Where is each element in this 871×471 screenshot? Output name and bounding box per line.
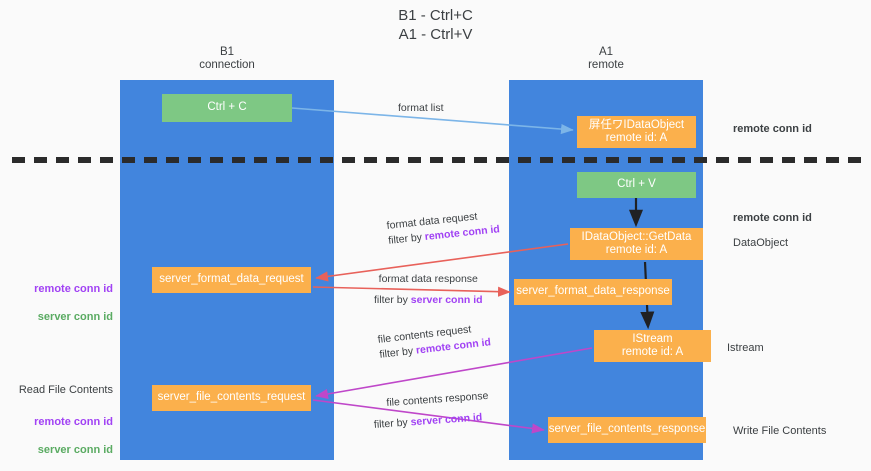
filter-by-prefix: filter by (378, 344, 417, 361)
dashed-divider (12, 157, 861, 163)
node-ctrl-c[interactable]: Ctrl + C (162, 94, 292, 122)
filter-by-prefix: filter by (374, 294, 411, 306)
annotation-right-write-file-contents: Write File Contents (733, 425, 827, 437)
node-istream[interactable]: IStream remote id: A (594, 330, 711, 362)
annotation-right-remote-conn-id-mid: remote conn id (733, 212, 812, 224)
edge-label-format-list-text: format list (398, 102, 444, 114)
lane-header-a1: A1 remote (588, 46, 624, 71)
node-server-format-data-request[interactable]: server_format_data_request (152, 267, 311, 293)
annotation-left-conn-ids: remote conn id server conn id (0, 268, 113, 338)
annotation-right-istream: Istream (727, 342, 764, 354)
edge-label-format-data-response-line2: filter by server conn id (374, 293, 483, 308)
annotation-left-server-conn-id-2: server conn id (37, 444, 113, 456)
filter-by-prefix: filter by (387, 231, 426, 247)
lane-header-b1: B1 connection (199, 46, 255, 71)
page-title: B1 - Ctrl+C A1 - Ctrl+V (398, 7, 473, 43)
annotation-left-remote-conn-id: remote conn id (34, 283, 113, 295)
annotation-right-remote-conn-id-top: remote conn id (733, 123, 812, 135)
filter-by-prefix: filter by (373, 416, 412, 431)
node-server-format-data-response[interactable]: server_format_data_response (514, 279, 672, 305)
annotation-left-server-conn-id: server conn id (37, 311, 113, 323)
node-idataobject[interactable]: 屏任ワIDataObject remote id: A (577, 116, 696, 148)
annotation-left-remote-conn-id-2: remote conn id (34, 416, 113, 428)
edge-label-format-data-response: format data response filter by server co… (374, 272, 483, 308)
annotation-right-dataobject: DataObject (733, 237, 789, 249)
node-server-file-contents-request[interactable]: server_file_contents_request (152, 385, 311, 411)
node-server-file-contents-response[interactable]: server_file_contents_response (548, 417, 706, 443)
annotation-left-read-file-contents: Read File Contents (18, 384, 113, 396)
edge-label-format-data-response-line1: format data response (378, 273, 478, 285)
node-ctrl-v[interactable]: Ctrl + V (577, 172, 696, 198)
node-idataobject-getdata[interactable]: IDataObject::GetData remote id: A (570, 228, 703, 260)
filter-key-server-conn-id: server conn id (410, 294, 483, 306)
edge-label-format-list: format list (398, 101, 444, 116)
filter-key-server-conn-id: server conn id (410, 411, 483, 429)
annotation-left-conn-ids-2: remote conn id server conn id (0, 401, 113, 471)
